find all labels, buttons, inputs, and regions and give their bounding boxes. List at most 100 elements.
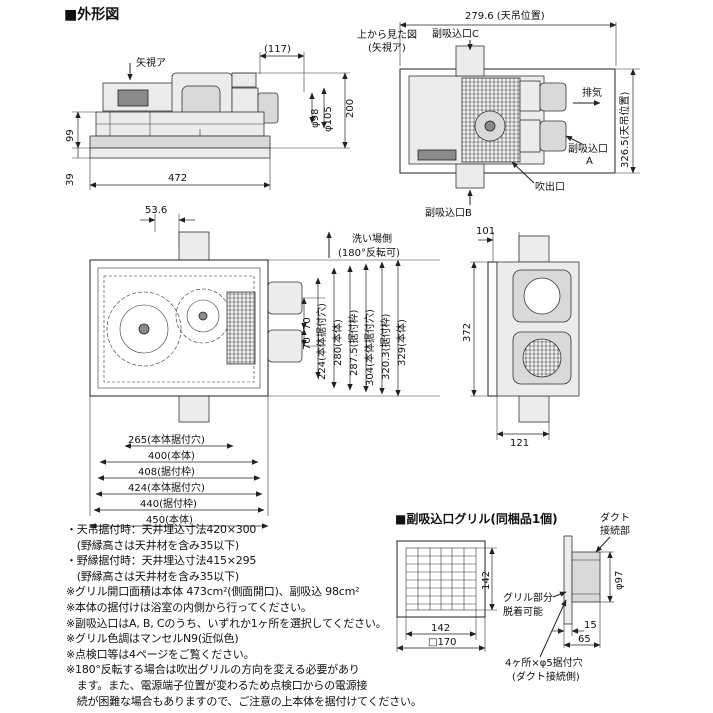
dim-224: 224(本体据付穴) xyxy=(315,303,328,380)
mount-holes-label: 4ヶ所×φ5据付穴 xyxy=(505,656,583,669)
spec-notes: ・天吊据付時：天井埋込寸法420×300 (野縁高さは天井材を含み35以下) ・… xyxy=(66,522,422,709)
note-line: ※本体の据付けは浴室の内側から行ってください。 xyxy=(66,600,312,614)
top-terminal-block xyxy=(417,149,457,161)
exhaust-label: 排気 xyxy=(582,86,602,99)
top-duct-exhaust xyxy=(539,82,567,112)
inlet-c-label: 副吸込口C xyxy=(432,28,479,40)
note-line: ・天吊据付時：天井埋込寸法420×300 xyxy=(66,523,257,536)
plan-duct-bottom xyxy=(178,395,210,423)
dim-320-3: 320.3(据付枠) xyxy=(379,313,392,380)
outlet-label: 吹出口 xyxy=(535,180,565,193)
top-duct-exhaust-adapter xyxy=(519,80,541,112)
front-grille-panel xyxy=(89,135,271,149)
note-line: (野縁高さは天井材を含み35以下) xyxy=(66,538,239,552)
top-view: 上から見た図 (矢視ア) 279.6 (天吊位置) 副吸込口C 排気 副吸込口 … xyxy=(357,9,640,219)
dim-326-5: 326.5(天吊位置) xyxy=(618,91,631,168)
dim-279-6: 279.6 (天吊位置) xyxy=(465,9,545,22)
plan-outer-frame xyxy=(89,259,269,397)
dim-440: 440(据付枠) xyxy=(140,497,197,510)
dim-117: (117) xyxy=(264,44,291,55)
grille-outer xyxy=(396,540,486,618)
section-title: ■外形図 xyxy=(64,6,119,23)
grille-dim-142-h: 142 xyxy=(431,623,450,634)
grille-dim-phi97: φ97 xyxy=(614,571,625,590)
dim-400: 400(本体) xyxy=(148,449,195,462)
dim-70-b: 70 xyxy=(302,337,313,350)
top-view-caption-1: 上から見た図 xyxy=(357,29,417,41)
plan-horizontal-dims: 265(本体据付穴) 400(本体) 408(据付枠) 424(本体据付穴) 4… xyxy=(128,433,205,526)
top-duct-a xyxy=(539,120,567,152)
grille-side-flange xyxy=(563,535,573,625)
dim-329: 329(本体) xyxy=(395,319,408,366)
front-view: 矢視ア (117) φ98 φ105 200 99 39 472 xyxy=(65,44,356,190)
dim-450: 450(本体) xyxy=(146,513,193,526)
grille-title: ■副吸込口グリル(同梱品1個) xyxy=(395,511,558,526)
top-duct-c xyxy=(455,45,485,77)
duct-connect-label-2: 接続部 xyxy=(600,524,630,537)
wash-side-reversible: (180°反転可) xyxy=(338,247,400,259)
dim-200: 200 xyxy=(345,99,356,118)
dim-99: 99 xyxy=(65,129,76,142)
dim-287-5: 287.5(据付枠) xyxy=(347,309,360,376)
top-duct-a-adapter xyxy=(519,119,541,153)
dim-280: 280(本体) xyxy=(331,319,344,366)
dim-121: 121 xyxy=(510,438,529,449)
plan-vertical-dims: 70 70 224(本体据付穴) 280(本体) 287.5(据付枠) 304(… xyxy=(302,303,408,386)
plan-view: 53.6 洗い場側 (180°反転可) 7 xyxy=(89,205,440,529)
inlet-a-label-1: 副吸込口 xyxy=(568,143,608,155)
inlet-a-label-2: A xyxy=(586,156,593,167)
note-line: (野縁高さは天井材を含み35以下) xyxy=(66,569,239,583)
removable-label-2: 脱着可能 xyxy=(503,605,543,618)
dim-424: 424(本体据付穴) xyxy=(128,481,205,494)
side-duct-top xyxy=(518,235,550,263)
side-frame xyxy=(487,261,498,397)
side-view: 101 372 121 xyxy=(462,226,580,449)
top-duct-b xyxy=(455,163,485,189)
grille-dim-170: □170 xyxy=(428,637,457,648)
inlet-grille: ■副吸込口グリル(同梱品1個) 142 142 □170 xyxy=(395,511,630,683)
mount-holes-side: (ダクト接続側) xyxy=(512,670,580,683)
note-line: ※点検口等は4ページをご覧ください。 xyxy=(66,647,255,661)
front-top-box xyxy=(231,72,257,88)
grille-dim-15: 15 xyxy=(584,620,597,631)
grille-dim-65: 65 xyxy=(578,634,591,645)
dim-70-a: 70 xyxy=(302,317,313,330)
grille-louvers xyxy=(406,548,476,610)
duct-connect-label-1: ダクト xyxy=(600,511,630,524)
dim-265: 265(本体据付穴) xyxy=(128,433,205,446)
dim-phi98: φ98 xyxy=(310,109,321,128)
removable-label-1: グリル部分 xyxy=(503,591,553,604)
plan-fan-1 xyxy=(106,291,182,367)
plan-duct-right-2 xyxy=(267,329,303,363)
note-line: ※グリル開口面積は本体 473cm²(側面開口)、副吸込 98cm² xyxy=(66,585,360,599)
dim-304: 304(本体据付穴) xyxy=(363,309,376,386)
plan-duct-top xyxy=(178,231,210,261)
front-motor-block xyxy=(117,89,149,107)
dim-372: 372 xyxy=(462,323,473,342)
note-line: 続が困難な場合もありますので、ご注意の上本体を据付けてください。 xyxy=(66,694,422,708)
note-line: ※副吸込口はA, B, Cのうち、いずれか1ヶ所を選択してください。 xyxy=(66,616,387,630)
dim-phi105: φ105 xyxy=(323,106,334,132)
side-duct-bottom xyxy=(518,395,550,423)
dim-472: 472 xyxy=(168,173,187,184)
dim-101: 101 xyxy=(476,226,495,237)
plan-outlet-grille xyxy=(226,291,256,365)
dim-39: 39 xyxy=(65,173,76,186)
grille-side-duct xyxy=(571,551,601,603)
dim-408: 408(据付枠) xyxy=(138,465,195,478)
grille-dim-142-v: 142 xyxy=(481,571,492,590)
dim-53-6: 53.6 xyxy=(145,205,167,216)
note-line: ます。また、電源端子位置が変わるため点検口からの電源接 xyxy=(66,678,368,692)
wash-side-label: 洗い場側 xyxy=(352,232,392,245)
top-outer-frame xyxy=(399,68,616,174)
front-grille-lower xyxy=(89,147,271,159)
note-line: ※グリル色調はマンセルN9(近似色) xyxy=(66,632,239,646)
top-view-caption-2: (矢視ア) xyxy=(368,41,406,54)
note-line: ※180°反転する場合は吹出グリルの方向を変える必要があり xyxy=(66,663,360,677)
plan-inner-frame xyxy=(97,267,261,389)
plan-duct-right-1 xyxy=(267,281,303,315)
note-line: ・野縁据付時：天井埋込寸法415×295 xyxy=(66,554,257,568)
view-a-label: 矢視ア xyxy=(136,56,166,69)
inlet-b-label: 副吸込口B xyxy=(425,207,472,219)
